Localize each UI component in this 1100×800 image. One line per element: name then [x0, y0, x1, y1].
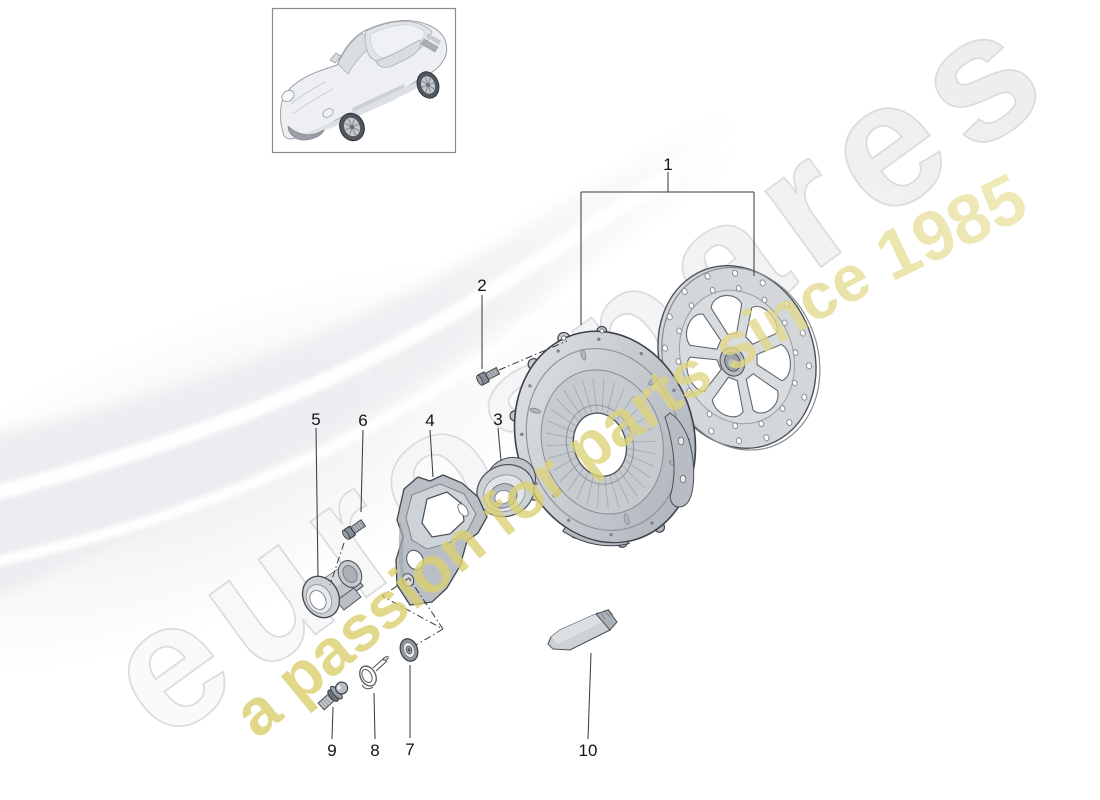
svg-text:9: 9	[327, 741, 336, 760]
svg-text:5: 5	[311, 410, 320, 429]
svg-text:7: 7	[405, 740, 414, 759]
svg-text:2: 2	[477, 276, 486, 295]
svg-text:1: 1	[663, 155, 672, 174]
svg-text:10: 10	[579, 741, 598, 760]
svg-text:8: 8	[370, 741, 379, 760]
svg-text:3: 3	[493, 410, 502, 429]
svg-text:4: 4	[425, 411, 434, 430]
svg-text:a passion for parts since 1985: a passion for parts since 1985	[220, 158, 1038, 750]
svg-text:6: 6	[358, 411, 367, 430]
